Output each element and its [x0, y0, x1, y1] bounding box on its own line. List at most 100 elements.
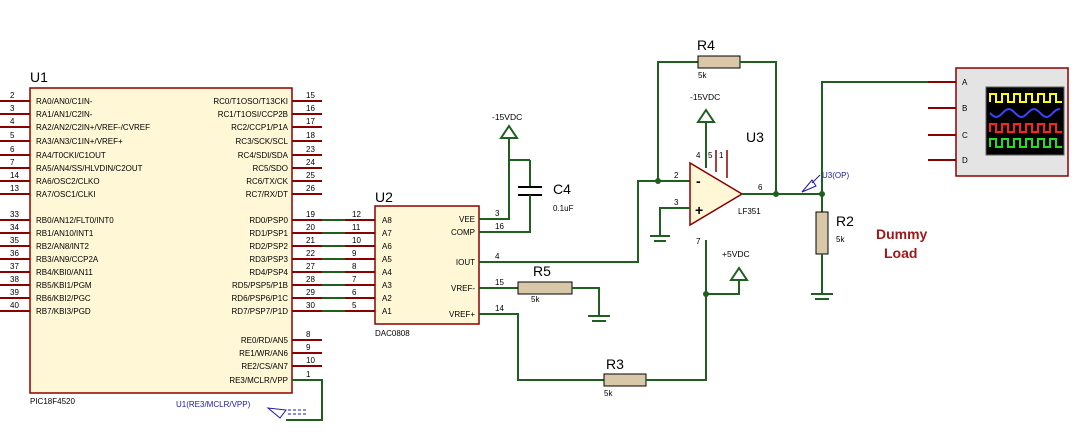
resistor-r5[interactable]: R5 5k [479, 263, 610, 322]
opamp-vpos-supply[interactable]: +5VDC [703, 249, 750, 297]
u1-pin-number: 35 [10, 236, 19, 245]
u1-pin-name: RC3/SCK/SCL [236, 137, 289, 146]
scope-traces [989, 93, 1062, 148]
resistor-r4[interactable]: R4 5k [657, 37, 777, 194]
dac-supply-label: -15VDC [492, 112, 522, 122]
u1-pin-name: RA1/AN1/C2IN- [36, 110, 93, 119]
u1-pin-number: 39 [10, 288, 19, 297]
u1-pin-name: RB1/AN10/INT1 [36, 229, 94, 238]
probe-u1-label: U1(RE3/MCLR/VPP) [176, 400, 251, 409]
u3-pin-1: 1 [719, 151, 724, 160]
scope-channel-label: A [962, 78, 968, 87]
resistor-r2[interactable]: R2 5k [811, 194, 854, 300]
u1-pin-number: 18 [306, 131, 315, 140]
u1-mclr-probe[interactable]: U1(RE3/MCLR/VPP) [176, 379, 323, 421]
u1-pin-number: 14 [10, 171, 19, 180]
u3-pin-2: 2 [674, 171, 679, 180]
u3-output-probe[interactable]: U3(OP) [801, 171, 849, 193]
u1-pin-name: RA3/AN3/C1IN+/VREF+ [36, 137, 123, 146]
u2-pin-number: 3 [495, 209, 500, 218]
u1-pin-number: 23 [306, 145, 315, 154]
scope-trace [989, 107, 1061, 119]
u2-pin-name: A4 [382, 268, 392, 277]
u1-pin-number: 6 [10, 145, 15, 154]
r2-value: 5k [836, 235, 845, 244]
supply-arrow-icon [696, 108, 716, 123]
u2-pin-number: 16 [495, 222, 504, 231]
u2-pin-number: 7 [352, 275, 357, 284]
u1-pin-name: RD6/PSP6/P1C [232, 294, 289, 303]
vpos-wire [706, 280, 740, 295]
u2-pin-number: 5 [352, 301, 357, 310]
r5-ref: R5 [533, 263, 551, 279]
u1-pin-number: 8 [306, 330, 311, 339]
u1-pin-number: 22 [306, 249, 315, 258]
u1-pin-name: RD3/PSP3 [249, 255, 288, 264]
r2-ref: R2 [836, 213, 854, 229]
u2-pin-number: 14 [495, 304, 504, 313]
c4-value: 0.1uF [553, 204, 574, 213]
data-bus-wires [322, 219, 345, 312]
u1-pin-name: RD5/PSP5/P1B [232, 281, 288, 290]
vee-pin-wire [479, 160, 510, 220]
u1-pin-number: 2 [10, 91, 15, 100]
u2-pin-name: IOUT [456, 258, 475, 267]
u2-pin-number: 4 [495, 252, 500, 261]
resistor-r3[interactable]: R3 5k [479, 240, 707, 398]
u1-pin-name: RA4/T0CKI/C1OUT [36, 151, 106, 160]
r5-value: 5k [531, 295, 540, 304]
u1-left-pins: 2RA0/AN0/C1IN-3RA1/AN1/C2IN-4RA2/AN2/C2I… [0, 91, 150, 316]
u1-pin-number: 4 [10, 117, 15, 126]
u1-pin-name: RE3/MCLR/VPP [229, 376, 288, 385]
u1-pin-number: 40 [10, 301, 19, 310]
r4-ref: R4 [697, 37, 715, 53]
scope-trace [989, 138, 1062, 148]
junction-dot [773, 191, 779, 197]
u2-pin-number: 6 [352, 288, 357, 297]
u1-pin-name: RD0/PSP0 [249, 216, 288, 225]
r2-body [815, 211, 829, 255]
u1-pin-name: RC5/SDO [252, 164, 288, 173]
u1-pin-name: RD7/PSP7/P1D [232, 307, 289, 316]
dummy-load-line2: Load [884, 245, 917, 261]
u1-pin-name: RB0/AN12/FLT0/INT0 [36, 216, 114, 225]
opamp-neg-supply-label: -15VDC [690, 92, 720, 102]
u3-ref: U3 [746, 129, 764, 145]
u2-pin-number: 10 [352, 236, 361, 245]
r4-right-wire [740, 61, 777, 194]
opamp-minus: - [696, 173, 701, 189]
dummy-load-line1: Dummy [876, 226, 928, 242]
u1-pin-name: RB3/AN9/CCP2A [36, 255, 99, 264]
c4-bottom-wire [479, 195, 531, 233]
u1-microcontroller[interactable]: U1 PIC18F4520 2RA0/AN0/C1IN-3RA1/AN1/C2I… [0, 69, 322, 406]
r3-value: 5k [604, 389, 613, 398]
mclr-wire [286, 379, 323, 421]
u1-pin-number: 17 [306, 117, 315, 126]
u2-pin-name: A3 [382, 281, 392, 290]
u1-pin-number: 19 [306, 210, 315, 219]
u1-pin-number: 1 [306, 370, 311, 379]
u1-pin-number: 16 [306, 104, 315, 113]
u2-pin-number: 8 [352, 262, 357, 271]
u3-opamp[interactable]: - + U3 LF351 2 3 4 5 1 6 7 [674, 129, 764, 246]
opamp-plus: + [695, 202, 703, 218]
u2-pin-number: 15 [495, 278, 504, 287]
scope-input-wire [821, 81, 928, 194]
dac-vee-supply[interactable]: -15VDC [479, 112, 522, 220]
u1-pin-number: 29 [306, 288, 315, 297]
opamp-vneg-supply[interactable]: -15VDC [690, 92, 720, 168]
opamp-noninv-ground [650, 207, 690, 242]
u1-pin-number: 27 [306, 262, 315, 271]
u2-pin-name: A5 [382, 255, 392, 264]
scope-trace [989, 93, 1062, 103]
r4-body [697, 55, 741, 69]
r3-right-wire [646, 240, 707, 381]
u1-right-pins: 15RC0/T1OSO/T13CKI16RC1/T1OSI/CCP2B17RC2… [213, 91, 322, 385]
capacitor-c4[interactable]: C4 0.1uF [479, 159, 574, 233]
u1-pin-number: 34 [10, 223, 19, 232]
u1-pin-name: RB7/KBI3/PGD [36, 307, 91, 316]
c4-ref: C4 [553, 181, 571, 197]
u1-pin-name: RB6/KBI2/PGC [36, 294, 91, 303]
